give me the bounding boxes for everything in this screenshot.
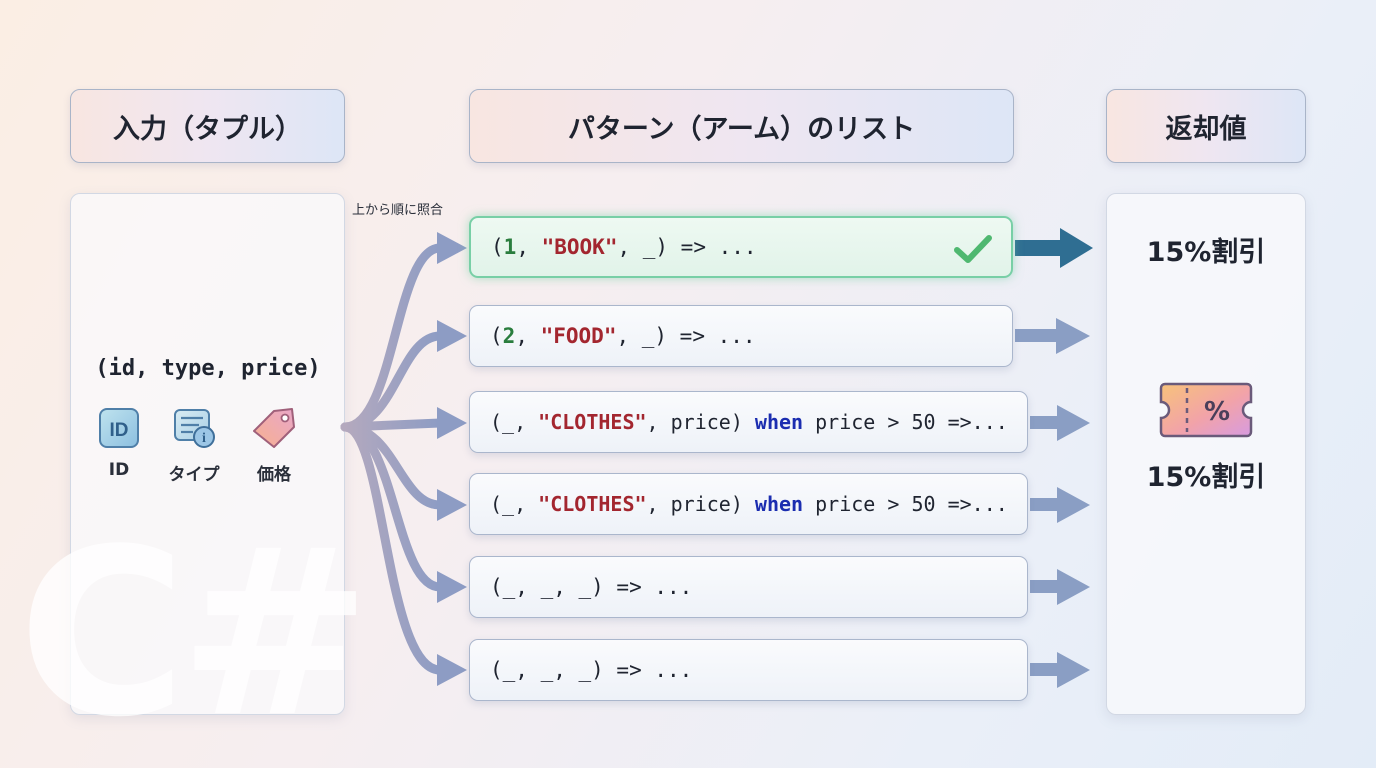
svg-text:ID: ID [110,420,129,441]
input-panel [70,193,345,715]
arm-6[interactable]: (_, _, _) => ... [469,639,1028,701]
arm-open: (_, [490,410,539,434]
arms-header: パターン（アーム）のリスト [469,89,1014,163]
csharp-watermark: C# [18,501,372,768]
arm-tail: price > 50 =>... [803,410,1008,434]
arm-3[interactable]: (_, "CLOTHES", price) when price > 50 =>… [469,391,1028,453]
result-bottom: 15%割引 [1146,462,1266,493]
arm-string: "CLOTHES" [538,492,647,516]
arm-number: 2 [502,324,516,348]
arm-open: (_, [490,492,539,516]
svg-text:i: i [202,431,206,446]
return-header: 返却値 [1106,89,1306,163]
arm-1-matched[interactable]: (1, "BOOK", _) => ... [469,216,1013,278]
price-tag-icon [250,405,298,451]
arm-2[interactable]: (2, "FOOD", _) => ... [469,305,1013,367]
return-panel [1106,193,1306,715]
arm-rest: , price) [646,410,755,434]
input-tuple: (id, type, price) [95,356,321,381]
arm-open: ( [491,235,504,259]
arm-string: "CLOTHES" [538,410,647,434]
arm-rest: , _) => ... [616,324,756,348]
icon-label-price: 価格 [257,465,291,485]
arm-rest: , price) [646,492,755,516]
arm-keyword: when [754,492,804,516]
arm-5[interactable]: (_, _, _) => ... [469,556,1028,618]
icon-label-id: ID [108,460,130,480]
arm-4[interactable]: (_, "CLOTHES", price) when price > 50 =>… [469,473,1028,535]
info-card-icon: i [173,407,217,449]
arm-string: "FOOD" [540,324,617,348]
svg-text:%: % [1204,397,1230,427]
arm-sep: , [515,324,541,348]
arm-number: 1 [503,235,517,259]
input-header: 入力（タプル） [70,89,345,163]
icon-label-type: タイプ [168,465,220,485]
result-top: 15%割引 [1146,237,1266,268]
id-icon: ID [98,407,140,449]
arm-open: (_, _, _) => ... [490,575,693,599]
arm-open: (_, _, _) => ... [490,658,693,682]
flow-label: 上から順に照合 [352,203,444,218]
discount-ticket-icon: % [1157,380,1255,440]
arm-sep: , [516,235,542,259]
checkmark-icon [954,235,992,263]
arm-tail: price > 50 =>... [803,492,1008,516]
arm-rest: , _) => ... [617,235,757,259]
arm-string: "BOOK" [541,235,618,259]
arm-open: ( [490,324,503,348]
arm-keyword: when [754,410,804,434]
